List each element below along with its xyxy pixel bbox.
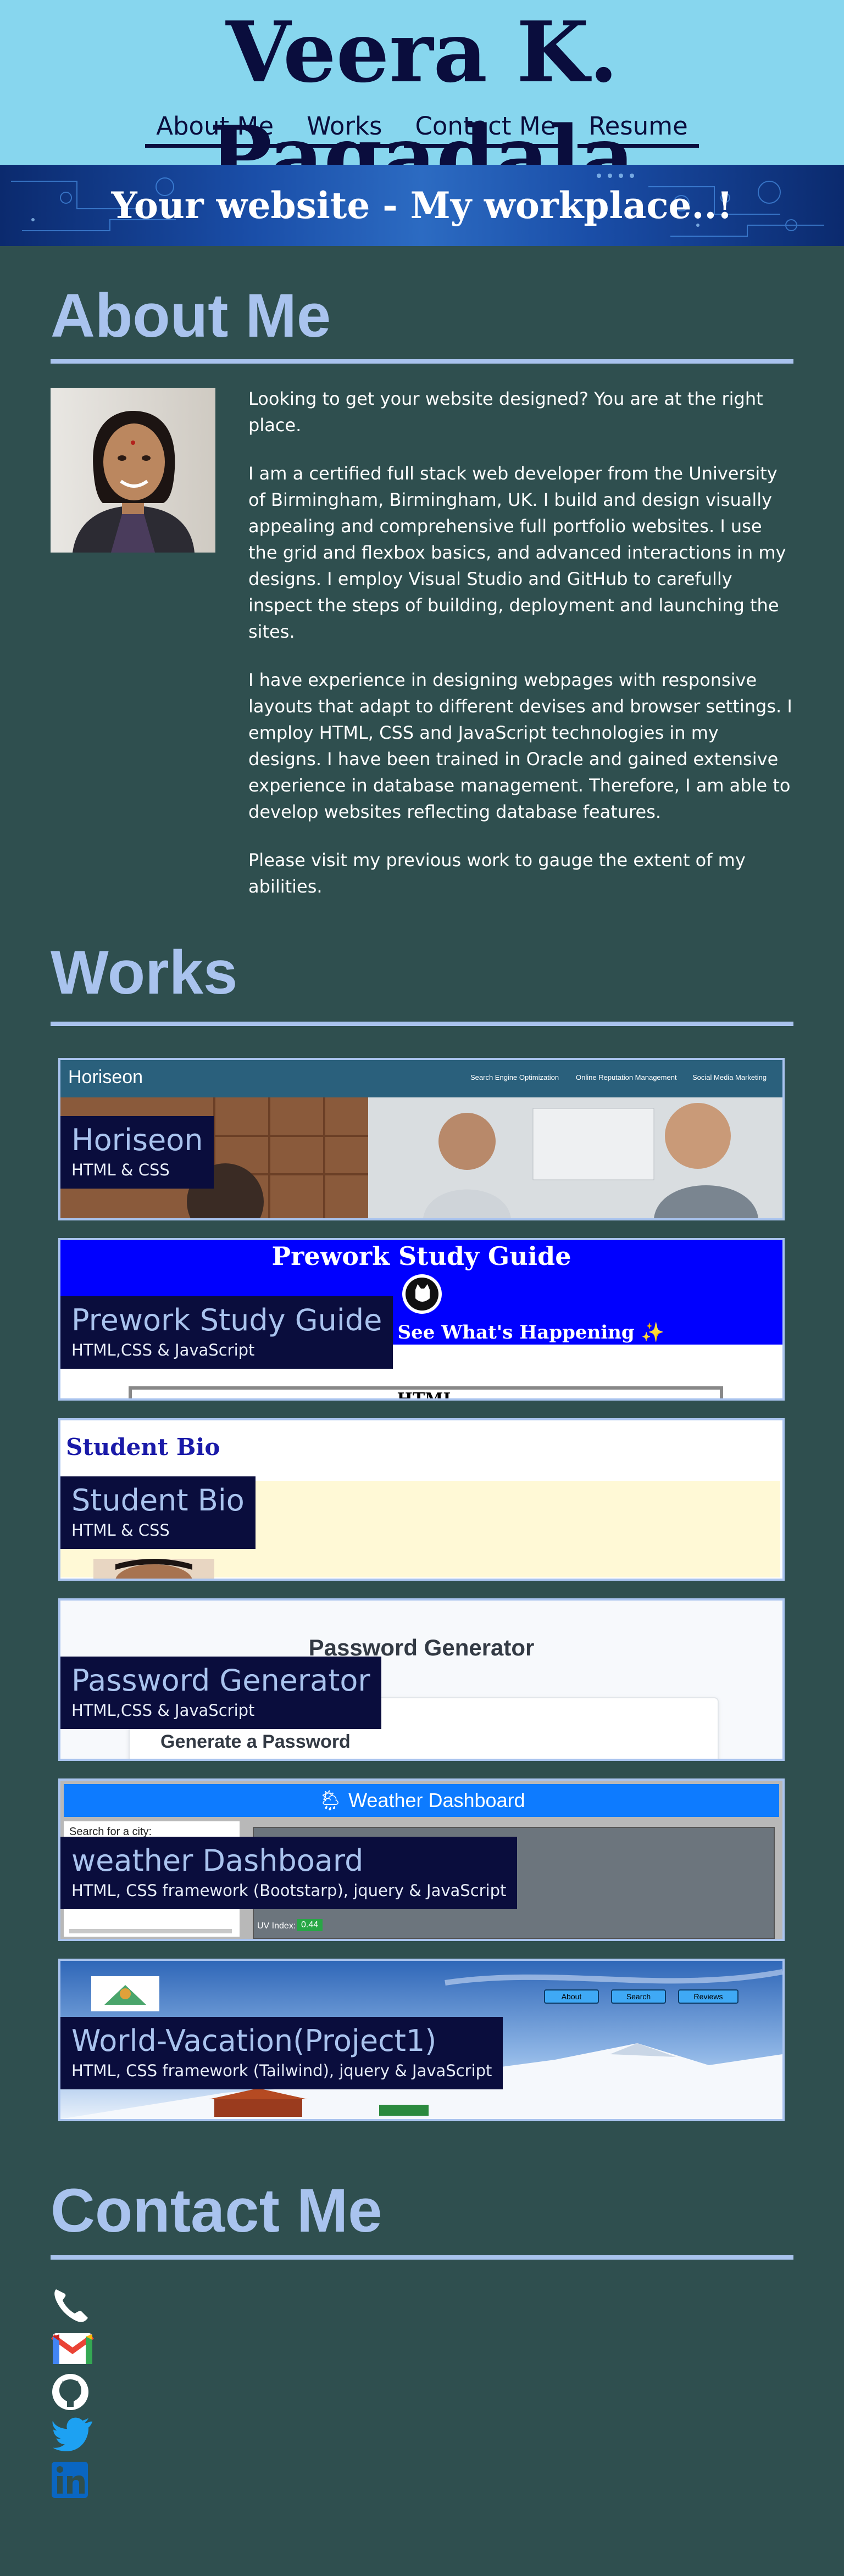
work-tech: HTML & CSS: [71, 1161, 170, 1179]
nav-contact-link[interactable]: Contact Me: [404, 109, 567, 148]
preview-nav-button: Reviews: [678, 1989, 738, 2004]
site-title: Veera K. Pagadala: [209, 3, 635, 205]
github-icon[interactable]: [51, 2373, 95, 2411]
work-card-prework-study-guide[interactable]: Prework Study Guide Open the Console to …: [58, 1238, 785, 1401]
work-card-password-generator[interactable]: Password Generator Generate a Password P…: [58, 1598, 785, 1761]
work-title: Password Generator: [71, 1663, 370, 1698]
about-text: Looking to get your website designed? Yo…: [248, 386, 793, 922]
contact-heading: Contact Me: [51, 2176, 382, 2245]
work-title: weather Dashboard: [71, 1843, 364, 1878]
work-card-horiseon[interactable]: Horiseon Search Engine Optimization Onli…: [58, 1058, 785, 1220]
preview-nav-item: Social Media Marketing: [692, 1073, 767, 1081]
preview-nav-button: Search: [611, 1989, 666, 2004]
work-tech: HTML, CSS framework (Tailwind), jquery &…: [71, 2061, 492, 2080]
preview-html-box: HTML: [129, 1386, 723, 1398]
work-title: Horiseon: [71, 1123, 203, 1157]
nav-works-link[interactable]: Works: [296, 109, 393, 148]
work-tech: HTML,CSS & JavaScript: [71, 1341, 255, 1359]
about-paragraph: I am a certified full stack web develope…: [248, 463, 786, 642]
cat-logo-icon: [402, 1274, 442, 1314]
work-card-student-bio[interactable]: Student Bio Student Bio HTML & CSS: [58, 1418, 785, 1581]
work-label: Horiseon HTML & CSS: [60, 1116, 214, 1189]
work-tech: HTML,CSS & JavaScript: [71, 1701, 255, 1720]
work-title: Prework Study Guide: [71, 1303, 382, 1337]
gmail-icon[interactable]: [51, 2329, 95, 2367]
preview-photo: [93, 1559, 214, 1579]
work-card-weather-dashboard[interactable]: 🌦 Weather Dashboard Search for a city: U…: [58, 1778, 785, 1941]
preview-nav-item: Search Engine Optimization: [470, 1073, 559, 1081]
about-paragraph: Please visit my previous work to gauge t…: [248, 850, 746, 897]
preview-search-label: Search for a city:: [69, 1826, 152, 1838]
profile-photo: [51, 388, 215, 553]
work-label: weather Dashboard HTML, CSS framework (B…: [60, 1837, 518, 1909]
works-heading: Works: [51, 938, 238, 1007]
work-label: Prework Study Guide HTML,CSS & JavaScrip…: [60, 1296, 393, 1369]
preview-header: Horiseon Search Engine Optimization Onli…: [60, 1060, 782, 1097]
nav-about-link[interactable]: About Me: [145, 109, 285, 148]
preview-card-title: Generate a Password: [160, 1731, 351, 1752]
twitter-icon[interactable]: [51, 2417, 95, 2455]
about-paragraph: I have experience in designing webpages …: [248, 670, 792, 822]
work-card-world-vacation[interactable]: About Search Reviews World-Vacation(Proj…: [58, 1959, 785, 2121]
about-paragraph: Looking to get your website designed? Yo…: [248, 388, 763, 436]
work-tech: HTML, CSS framework (Bootstarp), jquery …: [71, 1881, 507, 1900]
preview-search-bar: [69, 1929, 232, 1933]
phone-icon[interactable]: [51, 2285, 95, 2323]
banner-tagline: Your website - My workplace..!: [111, 184, 733, 227]
preview-heading: Prework Study Guide: [271, 1241, 571, 1271]
preview-uv-value: 0.44: [297, 1919, 323, 1931]
preview-heading: Password Generator: [308, 1635, 535, 1660]
about-divider: [51, 359, 793, 364]
work-label: Password Generator HTML,CSS & JavaScript: [60, 1657, 381, 1729]
preview-uv-label: UV Index:: [257, 1921, 296, 1931]
preview-nav-item: Online Reputation Management: [576, 1073, 677, 1081]
about-heading: About Me: [51, 281, 331, 350]
main-nav: About Me Works Contact Me Resume: [0, 109, 844, 148]
preview-brand: Horiseon: [68, 1067, 143, 1088]
linkedin-icon[interactable]: [51, 2461, 95, 2499]
contact-divider: [51, 2255, 793, 2260]
preview-heading: Student Bio: [66, 1434, 220, 1460]
works-divider: [51, 1022, 793, 1026]
hero-banner: Your website - My workplace..!: [0, 165, 844, 246]
work-label: Student Bio HTML & CSS: [60, 1476, 256, 1549]
work-tech: HTML & CSS: [71, 1521, 170, 1540]
site-header: Veera K. Pagadala About Me Works Contact…: [0, 0, 844, 205]
circuit-decoration: [11, 174, 824, 237]
preview-nav-button: About: [544, 1989, 599, 2004]
work-title: World-Vacation(Project1): [71, 2023, 437, 2058]
work-label: World-Vacation(Project1) HTML, CSS frame…: [60, 2017, 503, 2089]
preview-header: 🌦 Weather Dashboard: [64, 1784, 779, 1817]
nav-resume-link[interactable]: Resume: [578, 109, 699, 148]
work-title: Student Bio: [71, 1483, 245, 1518]
